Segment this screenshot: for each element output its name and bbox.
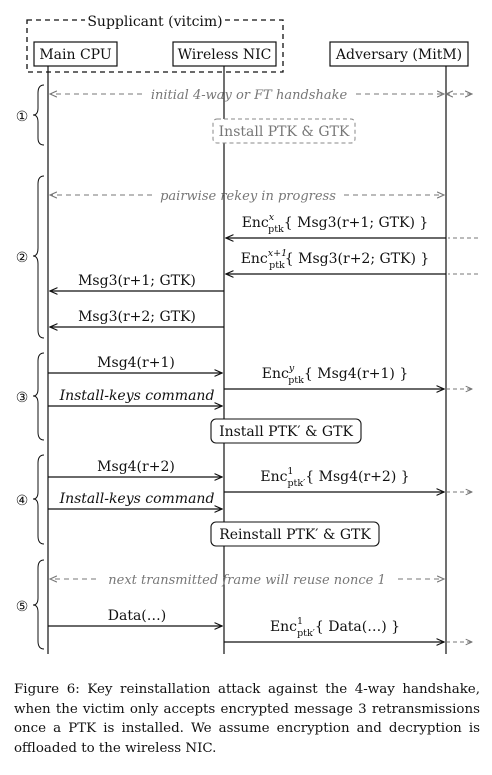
reinstall-ptk-prime-box bbox=[210, 521, 380, 547]
adversary-box bbox=[329, 41, 469, 67]
install-ptk-prime-box bbox=[210, 418, 362, 444]
reinstall-ptk-prime-label: Reinstall PTK′ & GTK bbox=[219, 527, 371, 543]
sequence-diagram: Supplicant (vitcim) Main CPU Wireless NI… bbox=[15, 14, 478, 654]
phase-number-1: ① bbox=[16, 109, 29, 125]
rekey-note: pairwise rekey in progress bbox=[160, 189, 336, 204]
phase-number-2: ② bbox=[16, 250, 29, 266]
main-cpu-box bbox=[33, 41, 118, 67]
install-keys-cmd-2-label: Install-keys command bbox=[59, 491, 215, 507]
phase-brace-5 bbox=[32, 559, 45, 650]
phase-brace-4 bbox=[32, 454, 45, 545]
phase-number-5: ⑤ bbox=[16, 599, 29, 615]
phase-number-4: ④ bbox=[16, 493, 29, 509]
data-label: Data(…) bbox=[108, 608, 166, 624]
supplicant-group-label: Supplicant (vitcim) bbox=[87, 14, 222, 30]
main-cpu-label: Main CPU bbox=[39, 47, 112, 63]
wireless-nic-label: Wireless NIC bbox=[178, 47, 272, 63]
install-ptk-gtk-label: Install PTK & GTK bbox=[219, 124, 350, 140]
install-ptk-prime-label: Install PTK′ & GTK bbox=[219, 424, 353, 440]
msg3-r2-label: Msg3(r+2; GTK) bbox=[78, 309, 196, 325]
phase-brace-3 bbox=[32, 352, 45, 441]
nonce-reuse-note: next transmitted frame will reuse nonce … bbox=[108, 573, 385, 588]
msg4-r1-label: Msg4(r+1) bbox=[97, 355, 175, 371]
install-keys-cmd-1-label: Install-keys command bbox=[59, 388, 215, 404]
figure-caption: Figure 6: Key reinstallation attack agai… bbox=[14, 682, 480, 756]
msg3-r1-label: Msg3(r+1; GTK) bbox=[78, 273, 196, 289]
phase-brace-2 bbox=[32, 175, 45, 339]
install-ptk-gtk-box bbox=[212, 118, 356, 144]
phase-brace-1 bbox=[32, 84, 45, 146]
msg4-r2-label: Msg4(r+2) bbox=[97, 459, 175, 475]
phase-number-3: ③ bbox=[16, 390, 29, 406]
adversary-label: Adversary (MitM) bbox=[335, 47, 462, 63]
handshake-note: initial 4-way or FT handshake bbox=[151, 88, 348, 103]
